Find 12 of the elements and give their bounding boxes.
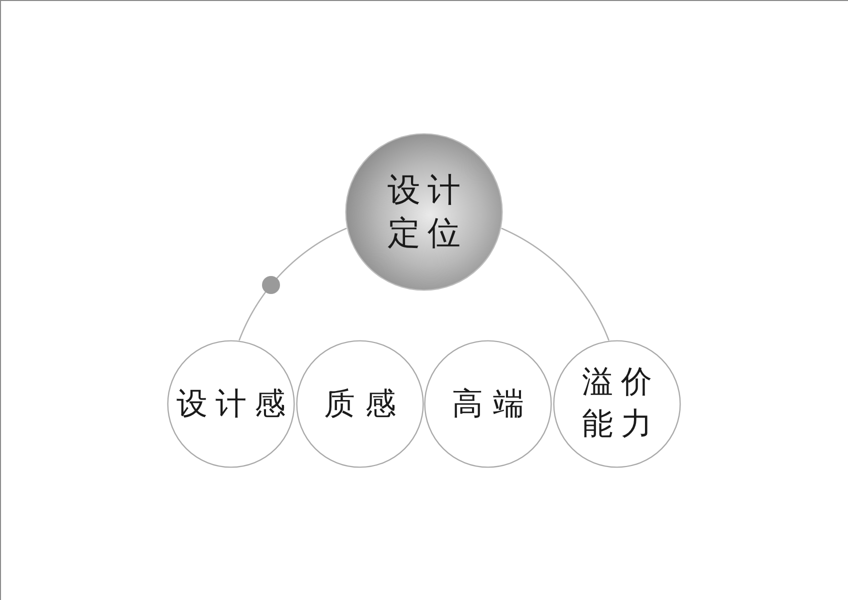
topic-circle xyxy=(296,340,424,468)
circle-label: 质感 xyxy=(324,384,406,424)
circle-label: 设计定位 xyxy=(388,169,468,254)
circle-label: 溢价能力 xyxy=(582,363,660,444)
connector-line xyxy=(238,228,348,341)
topic-circle xyxy=(424,340,552,468)
connector-line xyxy=(500,228,610,341)
topic-circle xyxy=(167,340,295,468)
circle-label: 高端 xyxy=(452,384,534,424)
topic-circle xyxy=(553,340,681,468)
center-circle xyxy=(345,133,503,291)
circle-label: 设计感 xyxy=(176,384,294,424)
